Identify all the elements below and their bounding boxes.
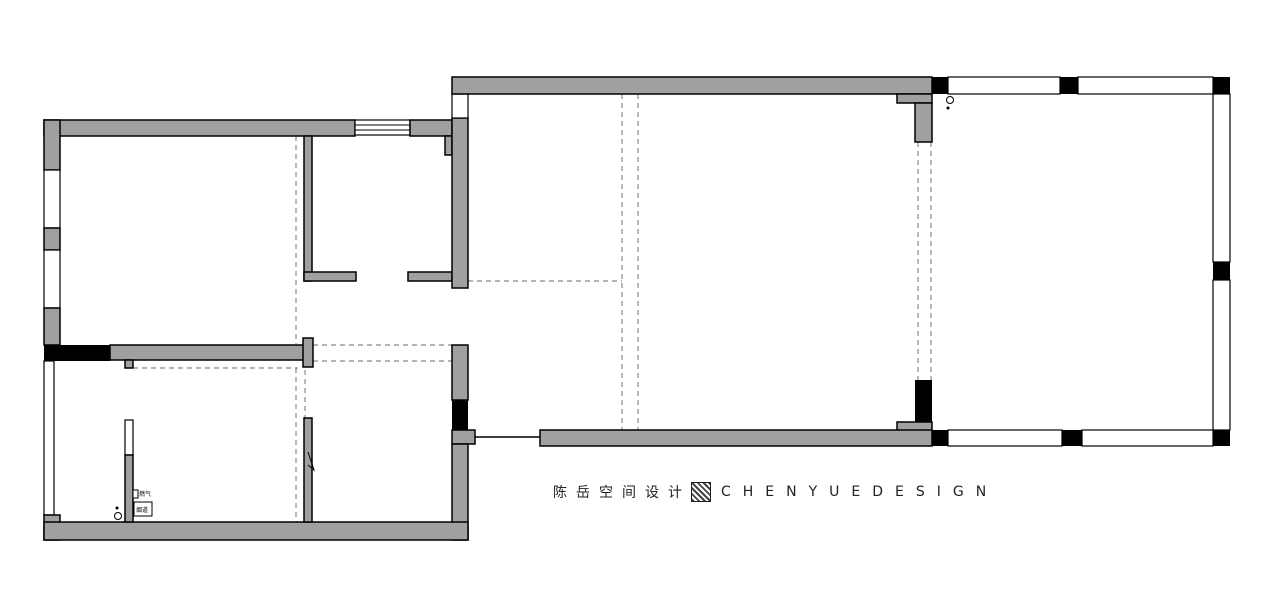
drain-icon: [114, 512, 122, 520]
gas-label: 燃气: [139, 490, 151, 498]
caption-english: CHENYUEDESIGN: [721, 484, 999, 500]
walls: [43, 76, 1231, 541]
columns: [932, 77, 1230, 446]
dashed-lines: [133, 94, 932, 522]
window: [354, 119, 411, 136]
drain-icon: [946, 96, 954, 104]
window: [43, 360, 55, 516]
fixtures: 烟道 燃气: [114, 96, 954, 520]
flue-box: [133, 501, 153, 517]
caption-chinese: 陈岳空间设计: [553, 485, 691, 501]
logo-seal-icon: [691, 482, 711, 502]
flue-label: 烟道: [136, 506, 148, 514]
window: [43, 249, 61, 309]
window: [43, 169, 61, 229]
designer-caption: 陈岳空间设计 CHENYUEDESIGN: [553, 482, 998, 502]
window: [451, 93, 469, 119]
meter-icon: [307, 451, 316, 472]
